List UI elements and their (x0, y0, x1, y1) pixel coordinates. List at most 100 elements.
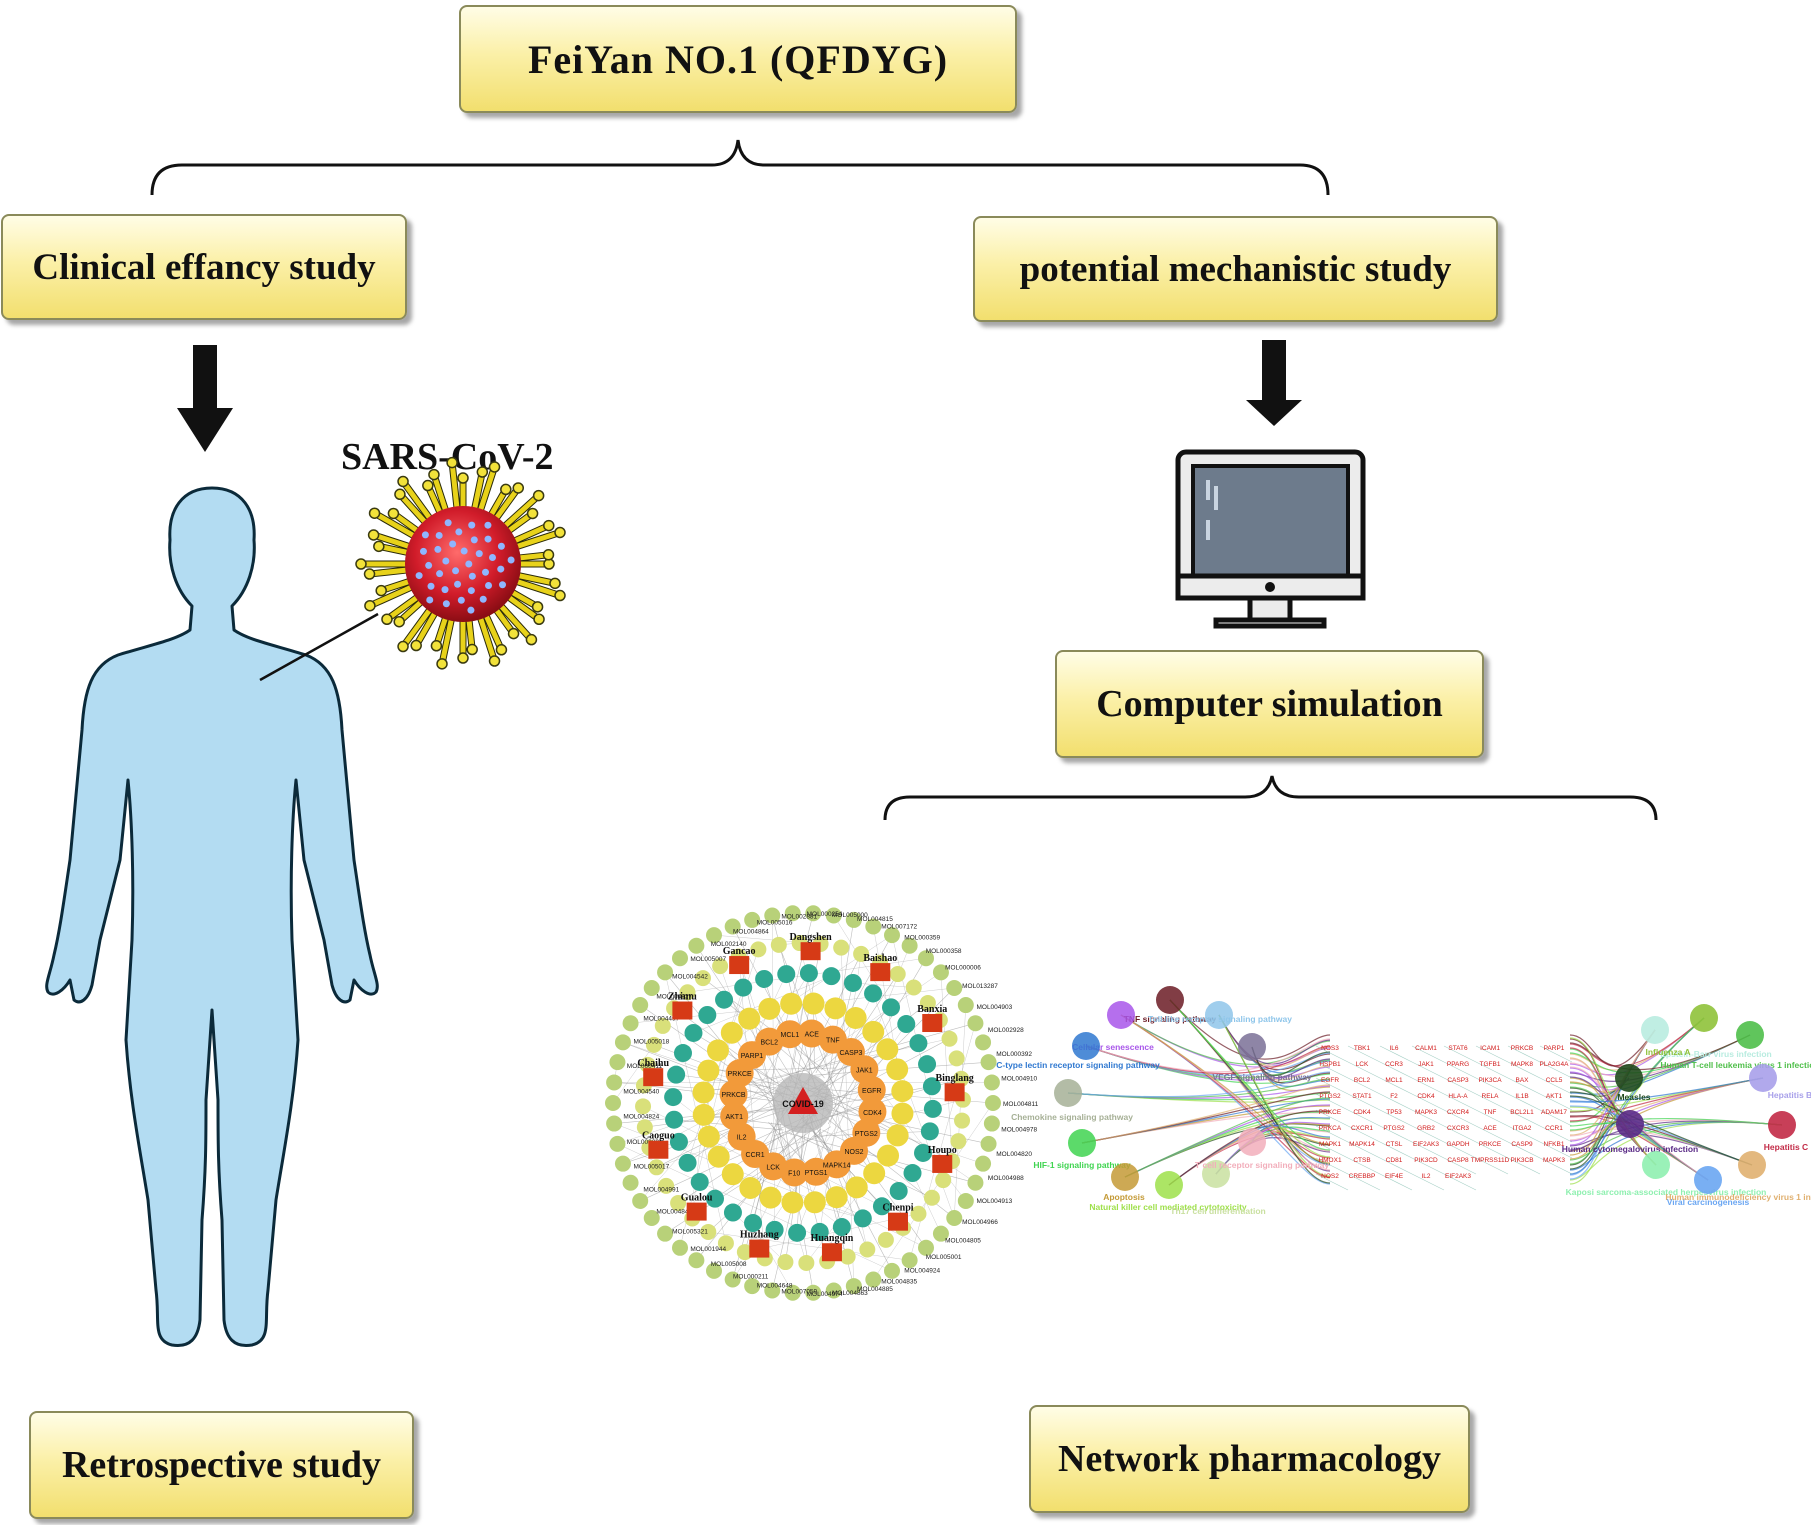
gene-label: BCL2L1 (1510, 1109, 1534, 1116)
gene-label: CCR1 (1545, 1125, 1563, 1132)
network-node (800, 964, 818, 982)
spike-tip (544, 550, 554, 560)
receptor-dot (449, 541, 456, 548)
network-node (902, 1252, 918, 1268)
gene-label: CXCR1 (1351, 1125, 1373, 1132)
virus-graphic (356, 458, 565, 669)
gene-label: MAPK3 (1543, 1157, 1565, 1164)
molecule-label: MOL004864 (733, 929, 769, 936)
network-node (739, 1177, 761, 1199)
pathway-label: Hepatitis C (1764, 1142, 1808, 1152)
target-label: CCR1 (746, 1152, 765, 1159)
pathway-node (1642, 1151, 1670, 1179)
network-node (693, 1081, 715, 1103)
gene-label: PPARG (1447, 1061, 1469, 1068)
network-node (935, 1172, 951, 1188)
gene-label: NOS2 (1321, 1173, 1339, 1180)
receptor-dot (425, 562, 432, 569)
molecule-label: MOL005001 (926, 1254, 962, 1261)
network-node (877, 1145, 899, 1167)
receptor-dot (489, 554, 496, 561)
network-node (981, 1054, 997, 1070)
network-node (684, 1024, 702, 1042)
spike-tip (437, 659, 447, 669)
network-node (967, 1175, 983, 1191)
target-label: PARP1 (741, 1053, 764, 1060)
network-node (924, 1100, 942, 1118)
gene-label: CXCR3 (1447, 1125, 1469, 1132)
gene-label: NOS3 (1321, 1045, 1339, 1052)
network-node (798, 1255, 814, 1271)
network-node (734, 979, 752, 997)
molecule-label: MOL005017 (634, 1163, 670, 1170)
molecule-label: MOL000358 (926, 948, 962, 955)
enrichment-edge (1068, 1093, 1330, 1102)
network-node (715, 991, 733, 1009)
spike-tip (477, 467, 487, 477)
herb-label: Gualou (681, 1193, 713, 1204)
network-node (657, 964, 673, 980)
network-node (615, 1156, 631, 1172)
gene-label: IL6 (1389, 1045, 1398, 1052)
molecule-label: MOL004913 (976, 1198, 1012, 1205)
pathway-label: Apoptosis (1103, 1192, 1145, 1202)
network-node (755, 970, 773, 988)
pathway-label: Toll-like receptor signaling pathway (1148, 1014, 1292, 1024)
human-body (47, 488, 378, 1346)
network-node (780, 993, 802, 1015)
receptor-dot (454, 581, 461, 588)
spike-tip (365, 601, 375, 611)
network-edge (941, 972, 952, 1161)
target-label: LCK (766, 1164, 780, 1171)
gene-label: TNF (1484, 1109, 1497, 1116)
target-label: PTGS2 (855, 1131, 878, 1138)
receptor-dot (497, 566, 504, 573)
receptor-dot (426, 596, 433, 603)
gene-label: STAT6 (1448, 1045, 1468, 1052)
spike-tip (429, 470, 439, 480)
pathway-label: VEGF signaling pathway (1212, 1072, 1311, 1082)
gene-label: EGFR (1321, 1077, 1339, 1084)
network-node (777, 1254, 793, 1270)
molecule-label: MOL000006 (945, 964, 981, 971)
herb-node (687, 1203, 707, 1221)
receptor-dot (484, 522, 491, 529)
herb-node (643, 1068, 663, 1086)
pathway-node (1641, 1016, 1669, 1044)
receptor-dot (480, 596, 487, 603)
simulation-bracket (885, 776, 1656, 820)
molecule-label: MOL004805 (945, 1238, 981, 1245)
receptor-dot (443, 600, 450, 607)
network-node (606, 1074, 622, 1090)
pathway-label: Human immunodeficiency virus 1 infection (1665, 1192, 1811, 1202)
gene-label: CTSL (1386, 1141, 1403, 1148)
molecule-label: MOL004903 (976, 1004, 1012, 1011)
network-node (609, 1136, 625, 1152)
target-label: F10 (788, 1170, 800, 1177)
network-node (632, 1193, 648, 1209)
receptor-dot (508, 557, 515, 564)
molecule-label: MOL005008 (711, 1261, 747, 1268)
molecule-label: MOL004815 (857, 916, 893, 923)
network-node (876, 1038, 898, 1060)
network-node (724, 1204, 742, 1222)
spike-tip (550, 578, 560, 588)
molecule-label: MOL004991 (643, 1187, 679, 1194)
network-node (826, 1186, 848, 1208)
pathway-label: Human cytomegalovirus infection (1562, 1144, 1699, 1154)
pathway-node (1736, 1021, 1764, 1049)
pathway-node (1749, 1064, 1777, 1092)
network-node (672, 950, 688, 966)
target-label: MCL1 (781, 1032, 800, 1039)
gene-label: TGFB1 (1480, 1061, 1501, 1068)
herb-label: Huzhang (740, 1230, 779, 1241)
network-node (981, 1136, 997, 1152)
network-node (975, 1156, 991, 1172)
herb-node (870, 963, 890, 981)
network-node (946, 980, 962, 996)
network-node (635, 1098, 651, 1114)
pathway-node (1054, 1079, 1082, 1107)
gene-label: BCL2 (1354, 1077, 1371, 1084)
herb-node (945, 1083, 965, 1101)
pathway-label: Chemokine signaling pathway (1011, 1112, 1133, 1122)
